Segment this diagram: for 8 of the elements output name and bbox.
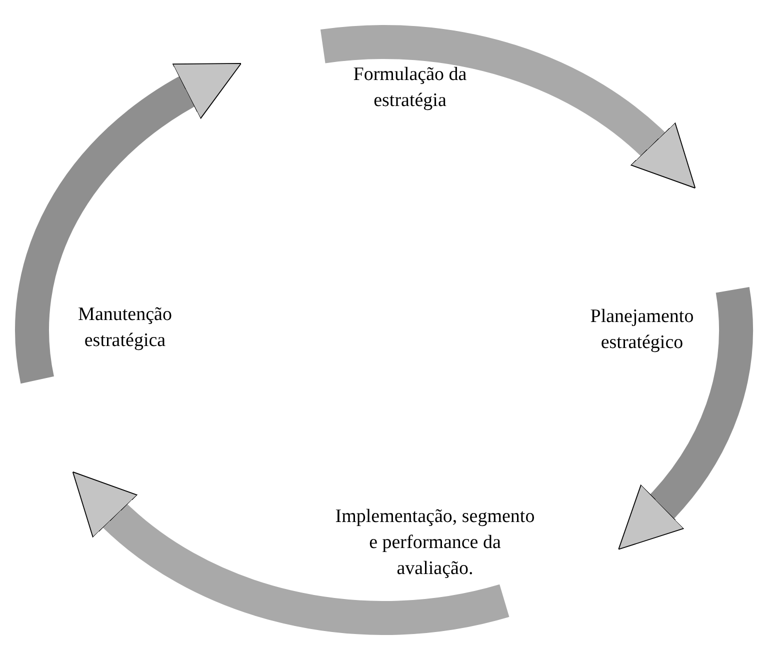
curved-arrow xyxy=(321,25,698,186)
stage-label: Manutenção estratégica xyxy=(40,180,210,475)
curved-arrow xyxy=(620,288,753,552)
stage-label: Formulação da estratégia xyxy=(250,45,570,130)
curved-arrow xyxy=(16,60,240,382)
stage-label: Planejamento estratégico xyxy=(572,185,712,475)
stage-label: Implementação, segmento e performance da avaliação. xyxy=(250,495,620,590)
curved-arrow xyxy=(70,474,508,635)
